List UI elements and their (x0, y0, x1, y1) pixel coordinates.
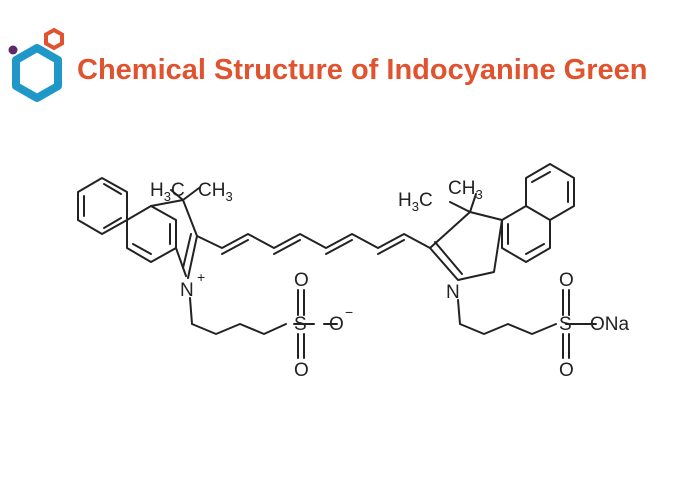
right-sodium-salt-label: ONa (590, 314, 630, 335)
left-sulfur-label: S (294, 314, 307, 335)
bond-skeleton (77, 163, 597, 359)
left-methyl-h3c-label: H3C (150, 180, 185, 204)
left-atom-labels: H3C CH3 N + S O O O − (150, 180, 353, 381)
page-title: Chemical Structure of Indocyanine Green (77, 54, 648, 86)
right-methyl-ch3-label: CH3 (448, 178, 483, 202)
logo-orange-hexagon (44, 27, 64, 51)
right-methyl-h3c-label: H3C (398, 190, 433, 214)
left-methyl-ch3-label: CH3 (198, 180, 233, 204)
right-nitrogen-label: N (446, 282, 460, 303)
right-atom-labels: H3C CH3 N S O O ONa (398, 178, 630, 381)
left-anion-charge: − (345, 304, 353, 320)
left-nitrogen-label: N (180, 280, 194, 301)
right-oxygen-bottom-label: O (559, 360, 574, 381)
left-nitrogen-charge: + (197, 269, 205, 285)
indocyanine-green-structure: H3C CH3 N + S O O O − H3C CH3 N S O O ON… (77, 163, 630, 381)
header: Chemical Structure of Indocyanine Green (0, 0, 700, 110)
left-oxygen-anion-label: O (329, 314, 344, 335)
hexagon-molecule-logo-icon (8, 27, 64, 102)
left-oxygen-top-label: O (294, 270, 309, 291)
logo-purple-dot (8, 45, 18, 55)
right-oxygen-top-label: O (559, 270, 574, 291)
right-sulfur-label: S (559, 314, 572, 335)
left-oxygen-bottom-label: O (294, 360, 309, 381)
logo-blue-hexagon (12, 44, 62, 102)
